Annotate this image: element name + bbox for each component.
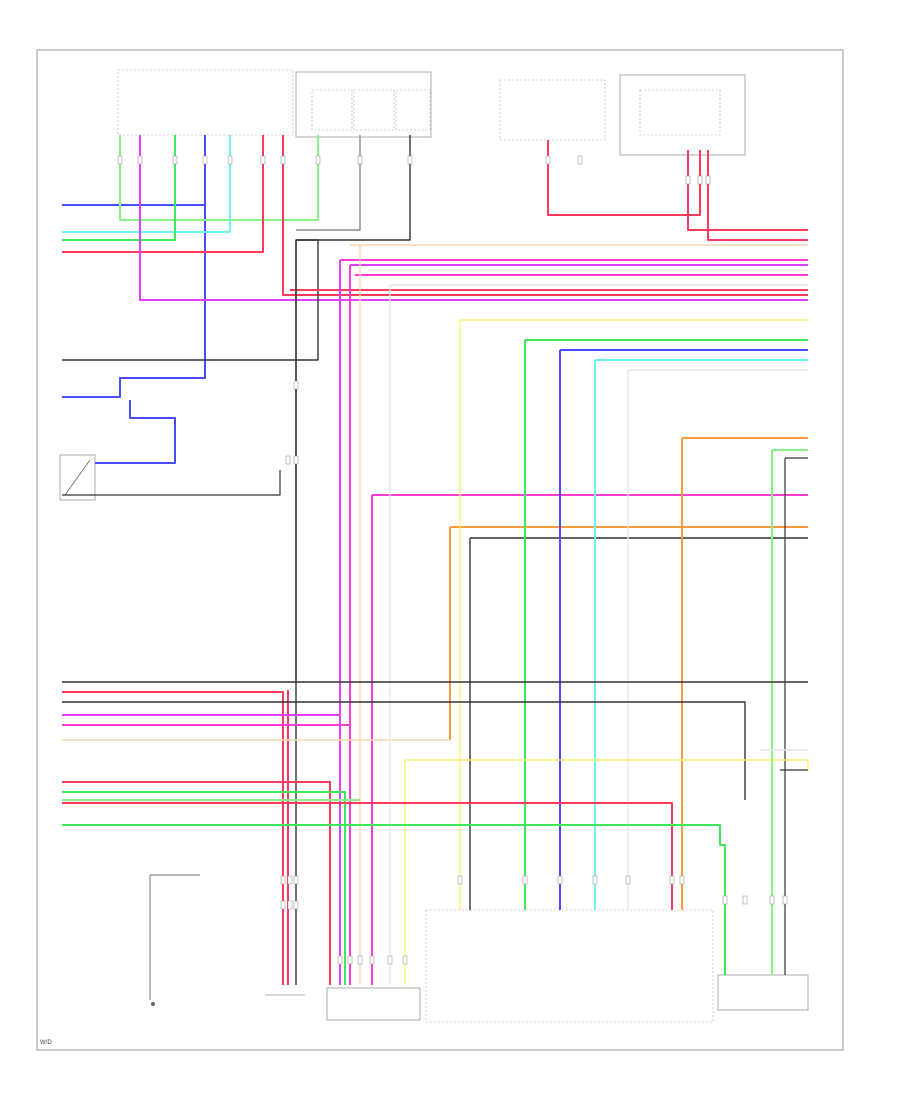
wire-blue-loop (62, 205, 206, 398)
connector-pin (369, 955, 375, 965)
connector-pin (357, 155, 363, 165)
wire-black-1 (62, 239, 319, 680)
wire-harness (62, 135, 809, 1000)
wire-red-bus-3 (62, 802, 673, 910)
connector-pin (557, 875, 563, 885)
connector-pin (287, 875, 293, 885)
wire-green-bus (62, 791, 346, 985)
wire-red-right-2 (707, 150, 808, 241)
connector-pin (347, 955, 353, 965)
connector-pin (293, 380, 299, 390)
wire-red-top-right (547, 140, 701, 216)
connector-pin (117, 155, 123, 165)
connector-pins (117, 155, 788, 965)
connector-pin (280, 900, 286, 910)
connector-pin (260, 155, 266, 165)
connector-pin (592, 875, 598, 885)
wire-green-1 (62, 135, 176, 241)
wire-red-bus-2 (62, 781, 331, 985)
connector-pin (293, 875, 299, 885)
wire-lightgreen-1 (119, 135, 319, 221)
connector-pin (293, 900, 299, 910)
connector-pin (315, 155, 321, 165)
connector-pin (227, 155, 233, 165)
connector-pin (357, 955, 363, 965)
connector-pin (697, 175, 703, 185)
connector-pin (769, 895, 775, 905)
connector-pin (625, 875, 631, 885)
connector-pin (685, 175, 691, 185)
connector-pin (407, 155, 413, 165)
wire-black-2 (62, 470, 281, 496)
connector-pin (280, 155, 286, 165)
wire-gray-1 (296, 135, 361, 231)
connector-pin (293, 455, 299, 465)
connector-pin (202, 155, 208, 165)
connector-pin (669, 875, 675, 885)
wire-blue-top (62, 135, 206, 206)
bottom-components (151, 909, 809, 1023)
wire-black-bus-2 (62, 701, 746, 800)
connector-pin (387, 955, 393, 965)
wire-cyan-1 (62, 135, 231, 233)
wire-red-right (687, 150, 808, 231)
connector-pin (679, 875, 685, 885)
connector-pin (285, 455, 291, 465)
wire-black-3 (296, 135, 411, 241)
wire-magenta-1 (139, 135, 808, 301)
connector-pin (705, 175, 711, 185)
connector-pin (172, 155, 178, 165)
wire-green-bus-2 (62, 824, 726, 975)
connector-pin (280, 875, 286, 885)
connector-pin (782, 895, 788, 905)
connector-pin (337, 955, 343, 965)
wire-blue-switch (95, 400, 176, 464)
connector-pin (742, 895, 748, 905)
connector-pin (287, 900, 293, 910)
wire-red-1 (62, 135, 264, 253)
wire-yellow-bus (405, 759, 809, 770)
connector-pin (137, 155, 143, 165)
connector-pin (457, 875, 463, 885)
connector-pin (402, 955, 408, 965)
diagram-frame (36, 49, 844, 1051)
connector-pin (522, 875, 528, 885)
wire-red-bus (62, 691, 284, 700)
connector-pin (545, 155, 551, 165)
footer-code: W/D (40, 1040, 52, 1046)
connector-pin (722, 895, 728, 905)
connector-pin (577, 155, 583, 165)
wire-red-2 (282, 135, 808, 296)
top-components (59, 69, 746, 501)
